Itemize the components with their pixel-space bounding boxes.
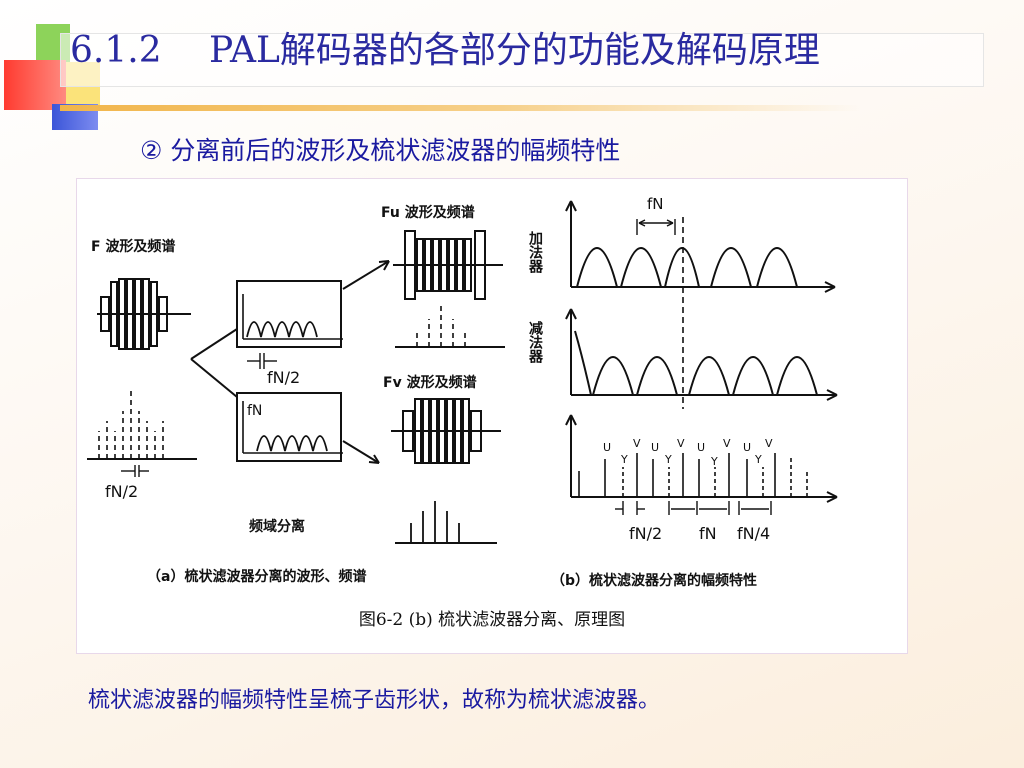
label-f-waveform: F 波形及频谱	[91, 238, 175, 255]
fu-spectrum-lines	[416, 305, 466, 347]
label-fn-half-mid: fN/2	[267, 368, 300, 387]
uv-label-y4: Y	[754, 453, 762, 466]
f-spectrum-fn-marker	[121, 465, 149, 477]
uv-label-y2: Y	[664, 453, 672, 466]
label-fn-half-left: fN/2	[105, 482, 138, 501]
uv-label-y3: Y	[710, 455, 718, 468]
uv-label-y1: Y	[620, 453, 628, 466]
arrow-to-fv	[342, 440, 380, 464]
label-fn-quarter: fN/4	[737, 524, 770, 543]
arrow-to-fu	[342, 260, 390, 290]
uv-label-u3: U	[697, 441, 705, 454]
split-line-lower	[190, 358, 238, 398]
uv-letter-labels: U Y V U Y V U Y V U Y V	[603, 437, 773, 468]
fv-spectrum-lines	[410, 501, 460, 543]
uv-label-u2: U	[651, 441, 659, 454]
label-adder: 加法器	[527, 231, 544, 274]
f-waveform-burst	[100, 278, 168, 350]
adder-comb-teeth	[576, 247, 798, 288]
label-fn-box: fN	[247, 403, 262, 419]
f-spectrum-lines	[98, 391, 164, 459]
figure-drawing: F 波形及频谱 fN/2 fN/2 fN Fu 波形及频谱 Fv 波形及频谱 频…	[87, 195, 838, 589]
figure-caption: 图6-2 (b) 梳状滤波器分离、原理图	[358, 610, 626, 630]
subtractor-comb-teeth	[574, 330, 818, 396]
slide-title: 6.1.2 PAL解码器的各部分的功能及解码原理	[70, 30, 820, 71]
uv-label-v1: V	[633, 437, 641, 450]
comb-box-lower	[236, 392, 342, 462]
box-fn-half-marker	[247, 353, 277, 369]
label-fn-right: fN	[699, 524, 717, 543]
fv-waveform-burst	[402, 398, 482, 464]
uv-label-u4: U	[743, 441, 751, 454]
uv-label-v3: V	[723, 437, 731, 450]
comb-box-upper	[236, 280, 342, 348]
uv-label-u1: U	[603, 441, 611, 454]
title-bar	[60, 33, 984, 87]
split-line-upper	[190, 328, 238, 360]
comb-upper-teeth	[246, 321, 318, 338]
label-fv-waveform: Fv 波形及频谱	[383, 374, 477, 391]
slide-bottom-text: 梳状滤波器的幅频特性呈梳子齿形状，故称为梳状滤波器。	[88, 688, 661, 713]
uv-fn-markers	[615, 501, 772, 515]
label-subtractor: 减法器	[527, 320, 544, 364]
label-caption-b: （b）梳状滤波器分离的幅频特性	[551, 572, 757, 589]
slide-subtitle: ② 分离前后的波形及梳状滤波器的幅频特性	[140, 136, 621, 165]
label-freq-sep: 频域分离	[249, 518, 305, 535]
comb-filter-figure: F 波形及频谱 fN/2 fN/2 fN Fu 波形及频谱 Fv 波形及频谱 频…	[76, 178, 908, 654]
label-caption-a: （a）梳状滤波器分离的波形、频谱	[147, 568, 366, 585]
comb-lower-teeth	[256, 435, 328, 452]
uv-label-v2: V	[677, 437, 685, 450]
label-fn-half-right: fN/2	[629, 524, 662, 543]
fu-waveform-burst	[404, 230, 486, 300]
label-fu-waveform: Fu 波形及频谱	[381, 204, 475, 221]
uv-label-v4: V	[765, 437, 773, 450]
uv-spectrum-lines	[578, 453, 808, 497]
title-underline	[60, 105, 860, 111]
adder-fn-marker	[636, 219, 676, 235]
label-fn-top: fN	[647, 195, 664, 213]
deco-square-red	[4, 60, 66, 110]
